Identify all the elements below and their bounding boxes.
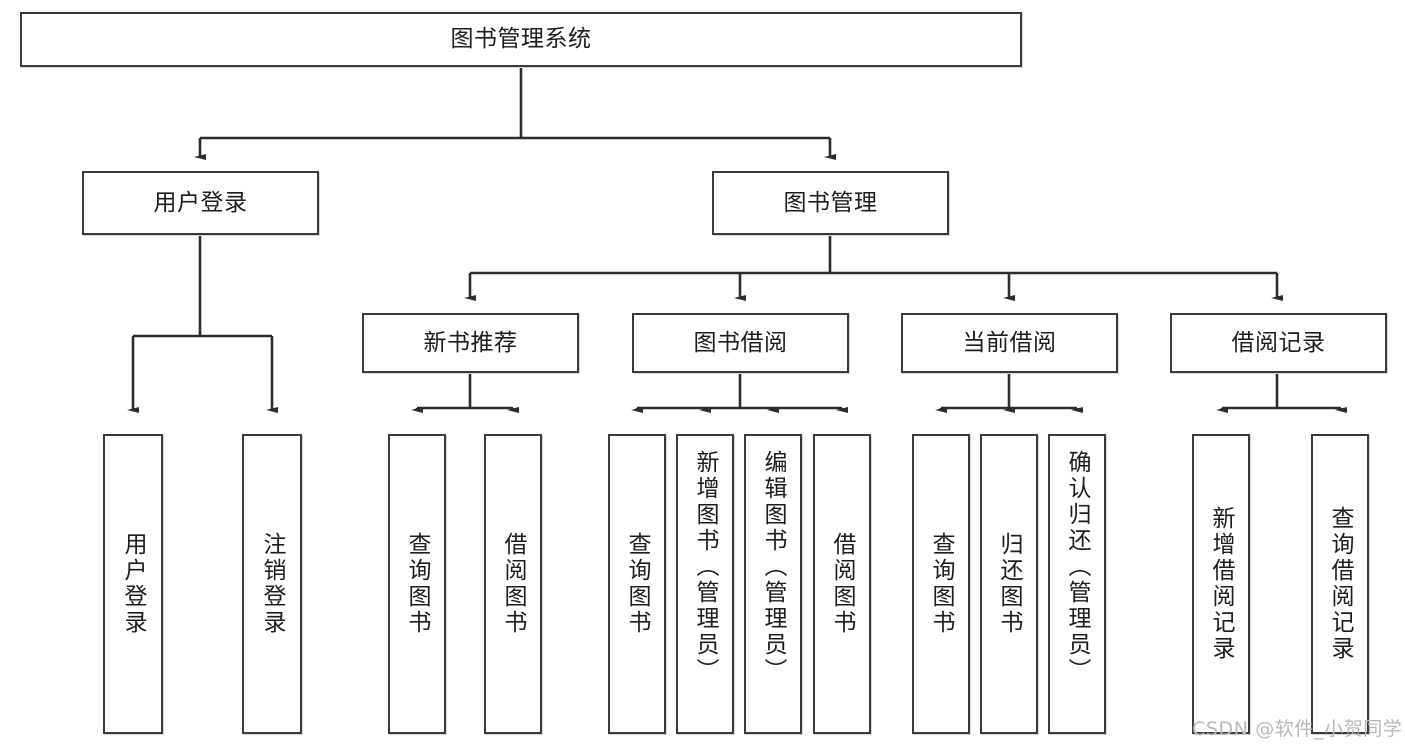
node-label: 借阅记录: [1231, 329, 1326, 356]
node-label: 查询借阅记录: [1327, 506, 1354, 662]
node-label: 图书管理: [783, 189, 878, 216]
node-label: 编辑图书（管理员）: [760, 450, 787, 684]
node-label: 当前借阅: [962, 329, 1057, 356]
node-label: 借阅图书: [500, 532, 527, 636]
node-label: 图书管理系统: [450, 26, 592, 53]
leaf-borrow-query-book[interactable]: 查询图书: [608, 434, 666, 734]
node-label: 新书推荐: [423, 329, 518, 356]
leaf-record-add-record[interactable]: 新增借阅记录: [1192, 434, 1250, 734]
node-user-login[interactable]: 用户登录: [82, 171, 319, 235]
node-label: 查询图书: [404, 532, 431, 636]
node-label: 借阅图书: [829, 532, 856, 636]
node-label: 新增图书（管理员）: [692, 450, 719, 684]
node-label: 归还图书: [996, 532, 1023, 636]
leaf-borrow-edit-book-admin[interactable]: 编辑图书（管理员）: [744, 434, 802, 734]
leaf-newbook-borrow-book[interactable]: 借阅图书: [484, 434, 542, 734]
node-label: 用户登录: [153, 189, 248, 216]
node-book-management[interactable]: 图书管理: [712, 171, 949, 235]
node-label: 查询图书: [624, 532, 651, 636]
node-current-borrow[interactable]: 当前借阅: [901, 313, 1118, 373]
node-book-borrow[interactable]: 图书借阅: [632, 313, 849, 373]
node-borrow-record[interactable]: 借阅记录: [1170, 313, 1387, 373]
node-label: 图书借阅: [693, 329, 788, 356]
leaf-current-confirm-return-admin[interactable]: 确认归还（管理员）: [1048, 434, 1106, 734]
node-label: 查询图书: [928, 532, 955, 636]
leaf-borrow-add-book-admin[interactable]: 新增图书（管理员）: [676, 434, 734, 734]
node-label: 注销登录: [259, 532, 286, 636]
node-label: 确认归还（管理员）: [1064, 450, 1091, 684]
leaf-record-query-record[interactable]: 查询借阅记录: [1311, 434, 1369, 734]
leaf-current-query-book[interactable]: 查询图书: [912, 434, 970, 734]
leaf-borrow-borrow-book[interactable]: 借阅图书: [813, 434, 871, 734]
node-root-book-management-system[interactable]: 图书管理系统: [20, 12, 1022, 67]
csdn-watermark: CSDN @软件_小贺同学: [1192, 718, 1403, 740]
leaf-current-return-book[interactable]: 归还图书: [980, 434, 1038, 734]
node-label: 新增借阅记录: [1208, 506, 1235, 662]
node-new-book-recommend[interactable]: 新书推荐: [362, 313, 579, 373]
node-label: 用户登录: [120, 532, 147, 636]
leaf-user-login-signin[interactable]: 用户登录: [103, 434, 163, 734]
leaf-user-login-signout[interactable]: 注销登录: [242, 434, 302, 734]
leaf-newbook-query-book[interactable]: 查询图书: [388, 434, 446, 734]
